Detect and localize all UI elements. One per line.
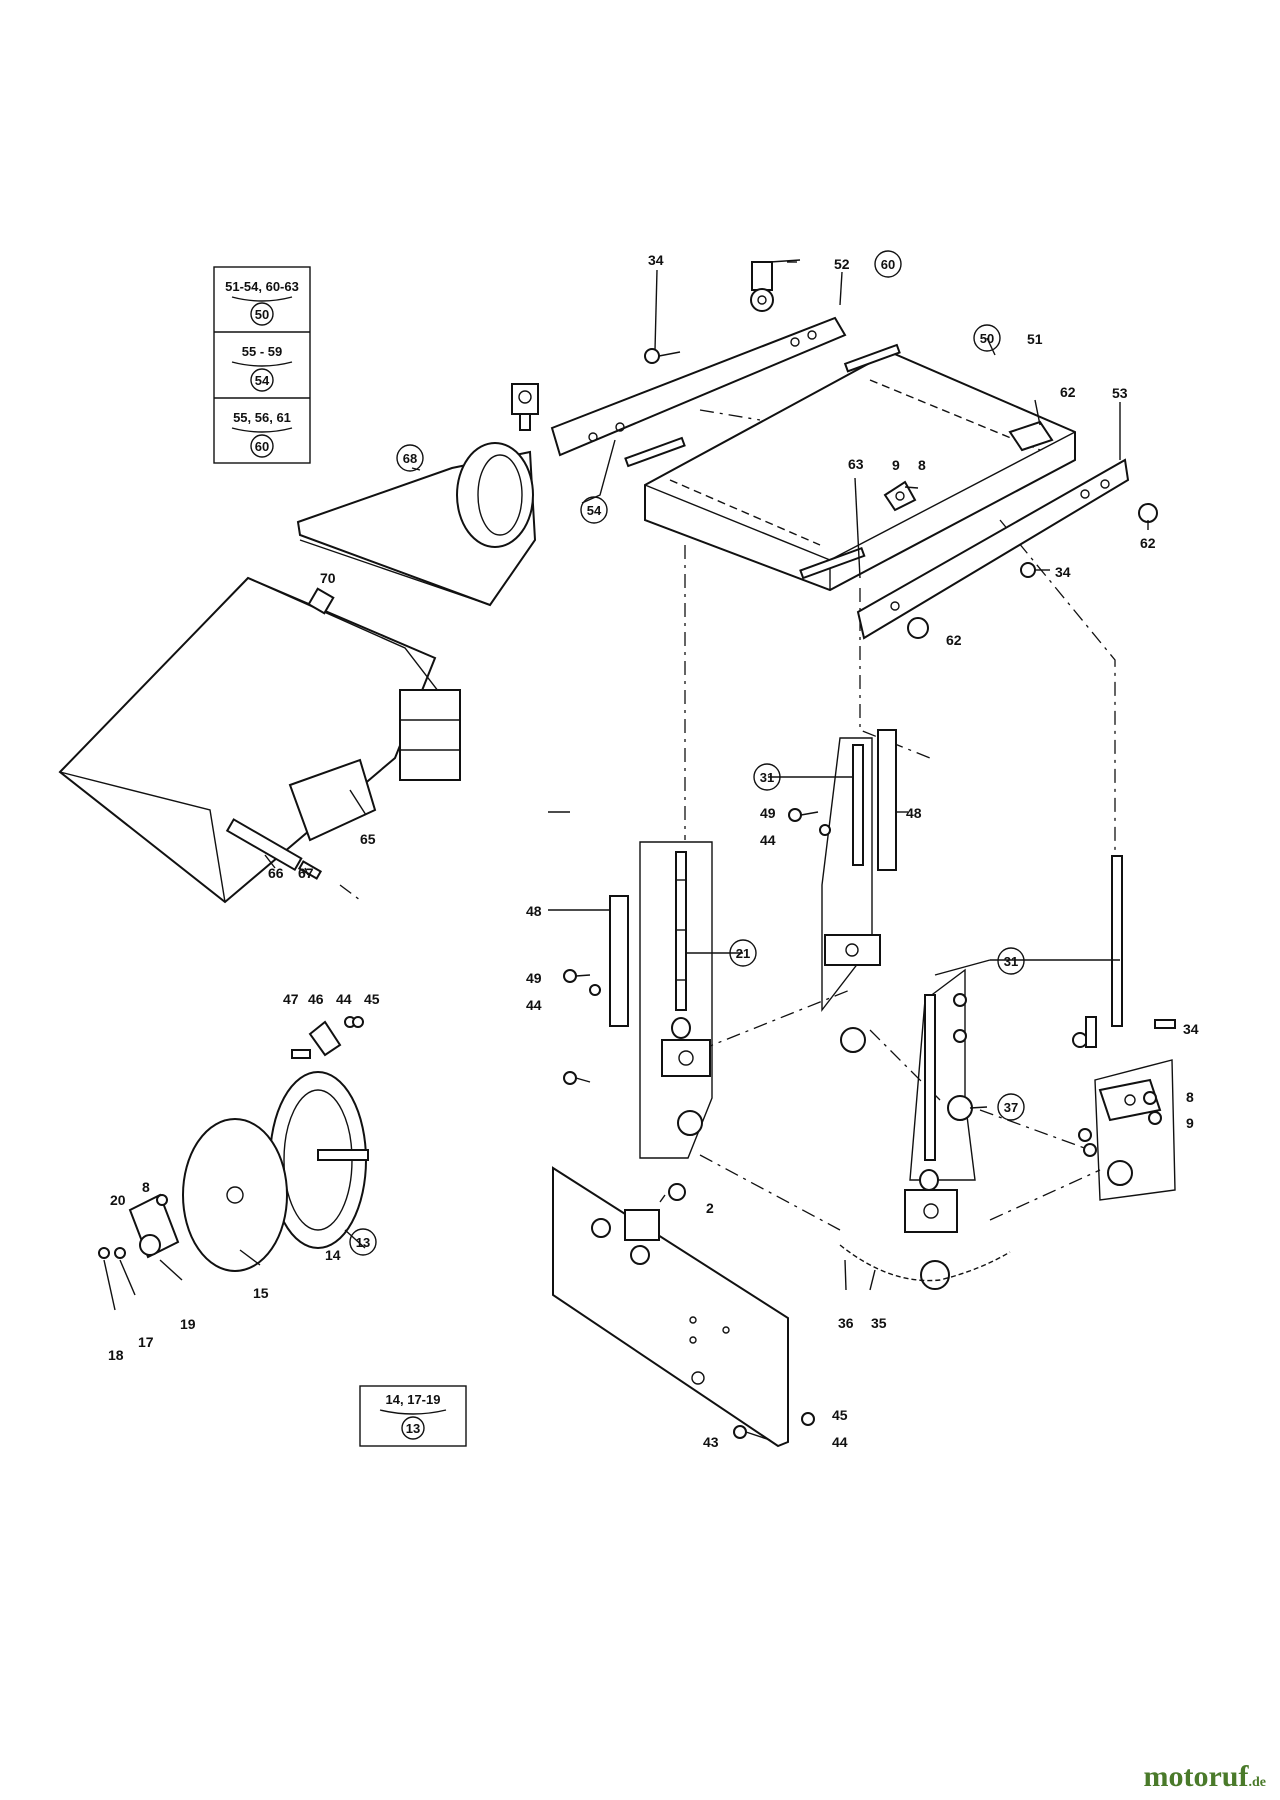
label-9-lower: 9 [1186, 1115, 1194, 1131]
spindles [563, 729, 1176, 1290]
label-8-top: 8 [918, 457, 926, 473]
label-9-top: 9 [892, 457, 900, 473]
circled-part-number: 68 [396, 444, 424, 472]
circled-21: 21 [736, 946, 750, 961]
label-35: 35 [871, 1315, 887, 1331]
label-34-top: 34 [648, 252, 664, 268]
circled-31-right: 31 [1004, 954, 1018, 969]
label-48-upper: 48 [906, 805, 922, 821]
group-box-2: 14, 17-19 13 [359, 1385, 467, 1447]
label-44-wheel: 44 [336, 991, 352, 1007]
circled-part-number: 54 [580, 496, 608, 524]
label-62-top: 62 [1060, 384, 1076, 400]
top-table [511, 261, 1158, 640]
leader-lines [103, 259, 1149, 1311]
label-45-base: 45 [832, 1407, 848, 1423]
label-20: 20 [110, 1192, 126, 1208]
base-plate [552, 1166, 815, 1448]
label-44-base: 44 [832, 1434, 848, 1450]
assembly-lines [339, 409, 1116, 1231]
label-2: 2 [706, 1200, 714, 1216]
label-63: 63 [848, 456, 864, 472]
label-15: 15 [253, 1285, 269, 1301]
circled-part-number: 21 [729, 939, 757, 967]
brand-tld: .de [1248, 1775, 1267, 1790]
label-62-right: 62 [1140, 535, 1156, 551]
label-17: 17 [138, 1334, 154, 1350]
circled-68: 68 [403, 451, 417, 466]
clamp-60 [750, 261, 774, 312]
circled-part-number: 13 [349, 1228, 377, 1256]
label-8-lower: 8 [1186, 1089, 1194, 1105]
label-18: 18 [108, 1347, 124, 1363]
group-box-1-group-1: 50 [255, 307, 269, 322]
label-49-upper: 49 [760, 805, 776, 821]
label-47: 47 [283, 991, 299, 1007]
group-box-2-group-1: 13 [406, 1421, 420, 1436]
label-49-lower: 49 [526, 970, 542, 986]
label-44-lower: 44 [526, 997, 542, 1013]
circled-54: 54 [587, 503, 602, 518]
label-53: 53 [1112, 385, 1128, 401]
label-65: 65 [360, 831, 376, 847]
label-36: 36 [838, 1315, 854, 1331]
circled-part-number: 50 [973, 324, 1001, 352]
circled-31-upper: 31 [760, 770, 774, 785]
label-43: 43 [703, 1434, 719, 1450]
label-14: 14 [325, 1247, 341, 1263]
label-46: 46 [308, 991, 324, 1007]
circled-50: 50 [980, 331, 994, 346]
label-45-wheel: 45 [364, 991, 380, 1007]
clamp-54 [511, 383, 539, 431]
circled-part-number: 31 [997, 947, 1025, 975]
label-44-upper: 44 [760, 832, 776, 848]
chute-assembly [58, 442, 537, 904]
handwheel-assembly [98, 1016, 369, 1272]
group-box-1-range-2: 55 - 59 [242, 344, 282, 359]
part-labels: 34 52 51 62 53 9 8 63 62 34 62 70 65 66 … [108, 252, 1199, 1450]
brand-watermark: motoruf.de [1144, 1760, 1266, 1794]
label-8-wheel: 8 [142, 1179, 150, 1195]
label-62-bottom: 62 [946, 632, 962, 648]
circled-part-number: 37 [997, 1093, 1025, 1121]
brand-name: motoruf [1143, 1760, 1249, 1793]
circled-13: 13 [356, 1235, 370, 1250]
label-70: 70 [320, 570, 336, 586]
label-52: 52 [834, 256, 850, 272]
group-box-1-range-1: 51-54, 60-63 [225, 279, 299, 294]
group-box-1: 51-54, 60-63 50 55 - 59 54 55, 56, 61 60 [213, 266, 311, 464]
circled-part-number: 60 [874, 250, 902, 278]
label-19: 19 [180, 1316, 196, 1332]
circled-60-top: 60 [881, 257, 895, 272]
circled-part-number: 31 [753, 763, 781, 791]
label-67: 67 [298, 865, 314, 881]
label-48-lower: 48 [526, 903, 542, 919]
group-box-1-range-3: 55, 56, 61 [233, 410, 291, 425]
label-51: 51 [1027, 331, 1043, 347]
label-34-lower: 34 [1183, 1021, 1199, 1037]
label-34-right: 34 [1055, 564, 1071, 580]
group-box-2-range-1: 14, 17-19 [386, 1392, 441, 1407]
label-66: 66 [268, 865, 284, 881]
group-box-1-group-2: 54 [255, 373, 270, 388]
group-box-1-group-3: 60 [255, 439, 269, 454]
circled-37: 37 [1004, 1100, 1018, 1115]
